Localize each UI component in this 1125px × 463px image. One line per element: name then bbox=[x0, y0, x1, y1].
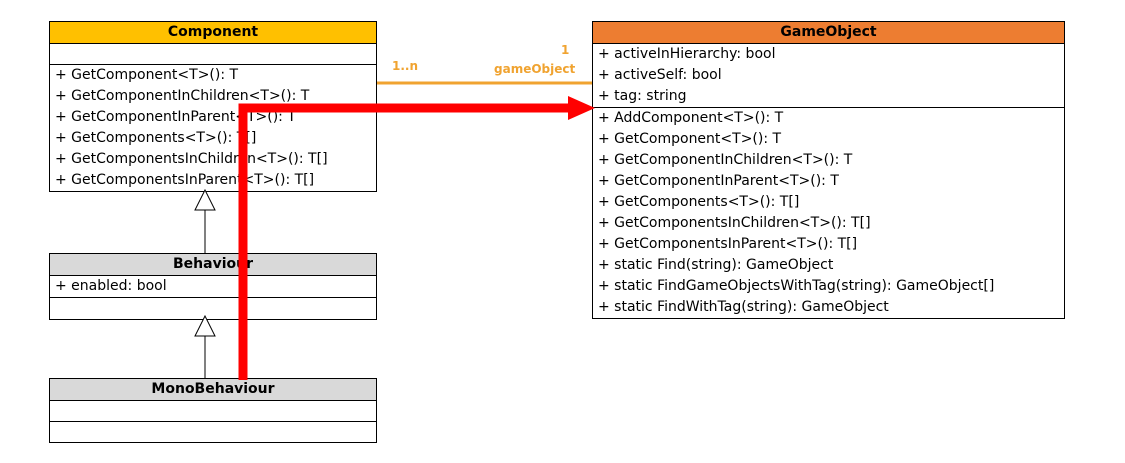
association-role-gameobject: gameObject bbox=[494, 62, 576, 76]
class-component-attributes bbox=[50, 44, 376, 65]
class-method: + GetComponentsInChildren<T>(): T[] bbox=[598, 215, 871, 231]
class-method: + AddComponent<T>(): T bbox=[598, 110, 784, 126]
class-behaviour-methods bbox=[50, 298, 376, 319]
class-gameobject-methods: + AddComponent<T>(): T + GetComponent<T>(… bbox=[593, 108, 1064, 318]
class-method: + GetComponents<T>(): T[] bbox=[598, 194, 800, 210]
class-attribute: + tag: string bbox=[598, 88, 687, 104]
class-method: + GetComponentsInParent<T>(): T[] bbox=[55, 172, 315, 188]
class-method: + static FindWithTag(string): GameObject bbox=[598, 299, 889, 315]
class-gameobject: GameObject + activeInHierarchy: bool+ ac… bbox=[592, 21, 1065, 319]
class-component-methods: + GetComponent<T>(): T + GetComponentInCh… bbox=[50, 65, 376, 191]
class-method: + GetComponentInChildren<T>(): T bbox=[55, 88, 310, 104]
class-method: + GetComponent<T>(): T bbox=[598, 131, 782, 147]
class-method: + GetComponent<T>(): T bbox=[55, 67, 239, 83]
class-method: + GetComponentInChildren<T>(): T bbox=[598, 152, 853, 168]
class-attribute: + activeSelf: bool bbox=[598, 67, 722, 83]
class-method: + GetComponentInParent<T>(): T bbox=[55, 109, 296, 125]
class-gameobject-name: GameObject bbox=[593, 22, 1064, 44]
class-method: + GetComponentsInParent<T>(): T[] bbox=[598, 236, 858, 252]
class-monobehaviour: MonoBehaviour bbox=[49, 378, 377, 443]
class-method: + GetComponentsInChildren<T>(): T[] bbox=[55, 151, 328, 167]
class-attribute: + activeInHierarchy: bool bbox=[598, 46, 776, 62]
class-gameobject-attributes: + activeInHierarchy: bool + activeSelf: b… bbox=[593, 44, 1064, 108]
class-method: + GetComponents<T>(): T[] bbox=[55, 130, 257, 146]
class-monobehaviour-methods bbox=[50, 422, 376, 442]
class-method: + static Find(string): GameObject bbox=[598, 257, 834, 273]
class-behaviour-name: Behaviour bbox=[50, 254, 376, 276]
class-monobehaviour-name: MonoBehaviour bbox=[50, 379, 376, 401]
class-behaviour-attributes: + enabled: bool bbox=[50, 276, 376, 298]
highlight-arrowhead-icon bbox=[568, 96, 595, 120]
multiplicity-component-end: 1..n bbox=[392, 59, 419, 73]
class-method: + GetComponentInParent<T>(): T bbox=[598, 173, 839, 189]
multiplicity-gameobject-end: 1 bbox=[561, 43, 570, 57]
inheritance-arrowhead-component-icon bbox=[194, 188, 216, 211]
class-component: Component + GetComponent<T>(): T+ GetCom… bbox=[49, 21, 377, 192]
class-behaviour: Behaviour + enabled: bool bbox=[49, 253, 377, 320]
class-monobehaviour-attributes bbox=[50, 401, 376, 422]
class-attribute: + enabled: bool bbox=[55, 278, 167, 294]
class-component-name: Component bbox=[50, 22, 376, 44]
class-method: + static FindGameObjectsWithTag(string):… bbox=[598, 278, 995, 294]
